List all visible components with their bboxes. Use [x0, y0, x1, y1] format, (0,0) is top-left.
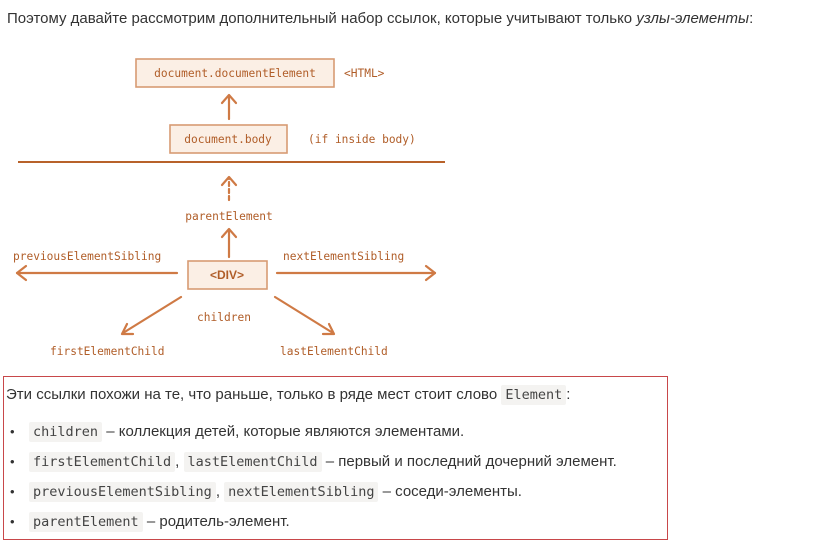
last-child-label: lastElementChild — [280, 345, 388, 358]
item-text: – соседи-элементы. — [378, 483, 522, 500]
note-lead-code: Element — [501, 385, 567, 405]
list-item: • previousElementSibling, nextElementSibl… — [4, 482, 617, 512]
note-list: • children – коллекция детей, которые явл… — [4, 422, 617, 542]
body-node-text: document.body — [184, 133, 272, 146]
item-code-2: lastElementChild — [183, 452, 322, 472]
arrow-body-to-html — [220, 93, 238, 121]
dom-navigation-diagram: document.documentElement <HTML> document… — [13, 58, 445, 358]
first-child-label: firstElementChild — [50, 345, 165, 358]
previous-sibling-label: previousElementSibling — [13, 250, 161, 263]
arrow-last-child — [273, 295, 336, 336]
item-separator: , — [175, 453, 184, 470]
item-code-2: nextElementSibling — [224, 482, 379, 502]
bullet-icon: • — [10, 484, 15, 499]
bullet-icon: • — [10, 514, 15, 529]
intro-text: Поэтому давайте рассмотрим дополнительны… — [7, 10, 637, 27]
div-node-box — [187, 260, 268, 290]
note-lead: Эти ссылки похожи на те, что раньше, тол… — [6, 385, 570, 405]
arrow-next-sibling — [275, 264, 437, 282]
dashed-arrow-up — [220, 175, 238, 202]
html-node-label: <HTML> — [344, 67, 385, 80]
item-separator: , — [215, 483, 225, 500]
next-sibling-label: nextElementSibling — [283, 250, 404, 263]
item-text: – первый и последний дочерний элемент. — [321, 453, 617, 470]
note-lead-suffix: : — [566, 386, 571, 403]
body-node-box — [169, 124, 288, 154]
item-code: firstElementChild — [29, 452, 176, 472]
children-label: children — [197, 311, 251, 324]
list-item: • children – коллекция детей, которые явл… — [4, 422, 617, 452]
list-item: • parentElement – родитель-элемент. — [4, 512, 617, 542]
arrow-first-child — [120, 295, 183, 336]
item-code: previousElementSibling — [29, 482, 216, 502]
parent-element-label: parentElement — [185, 210, 273, 223]
intro-suffix: : — [749, 10, 754, 27]
item-code: parentElement — [29, 512, 143, 532]
intro-paragraph: Поэтому давайте рассмотрим дополнительны… — [7, 9, 812, 29]
bullet-icon: • — [10, 454, 15, 469]
arrow-previous-sibling — [15, 264, 179, 282]
html-node-box — [135, 58, 335, 88]
item-code: children — [29, 422, 103, 442]
html-node-text: document.documentElement — [154, 67, 316, 80]
body-node-label: (if inside body) — [308, 133, 416, 146]
note-box: Эти ссылки похожи на те, что раньше, тол… — [3, 376, 668, 540]
note-lead-text: Эти ссылки похожи на те, что раньше, тол… — [6, 386, 502, 403]
intro-emphasis: узлы-элементы — [636, 10, 750, 27]
item-text: – коллекция детей, которые являются элем… — [102, 423, 465, 440]
item-text: – родитель-элемент. — [142, 513, 290, 530]
arrow-parent — [220, 227, 238, 259]
list-item: • firstElementChild, lastElementChild – п… — [4, 452, 617, 482]
div-node-text: <DIV> — [210, 268, 244, 282]
bullet-icon: • — [10, 424, 15, 439]
